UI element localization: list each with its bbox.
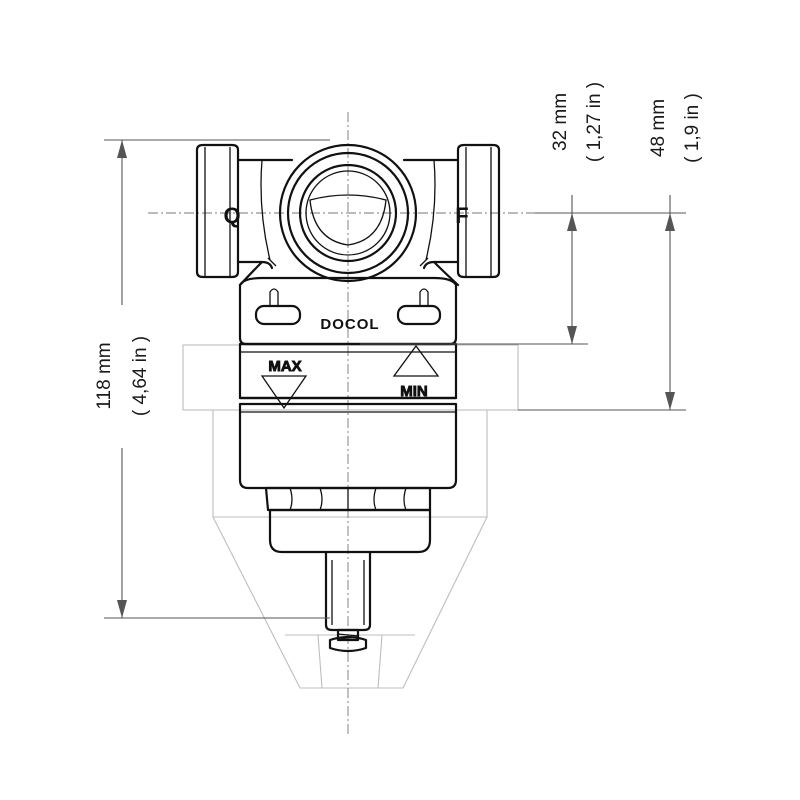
brand-label: DOCOL <box>320 316 379 333</box>
inlet-to-body-imperial: ( 1,27 in ) <box>584 82 605 162</box>
outlet-letter: F <box>455 203 468 228</box>
total-height-imperial: ( 4,64 in ) <box>130 336 151 416</box>
dimension-total-height <box>104 139 330 619</box>
inlet-letter: Q <box>223 203 240 228</box>
center-lines <box>148 112 535 735</box>
total-height-metric: 118 mm <box>94 342 115 409</box>
min-label: MIN <box>400 383 428 400</box>
dimension-inlet-to-body <box>360 195 588 345</box>
inlet-to-body-metric: 32 mm <box>550 93 571 151</box>
valve-body <box>195 143 501 653</box>
inlet-to-flange-metric: 48 mm <box>648 99 669 157</box>
dimension-inlet-to-flange <box>518 195 686 411</box>
inlet-to-flange-imperial: ( 1,9 in ) <box>682 93 703 163</box>
max-label: MAX <box>268 358 301 375</box>
